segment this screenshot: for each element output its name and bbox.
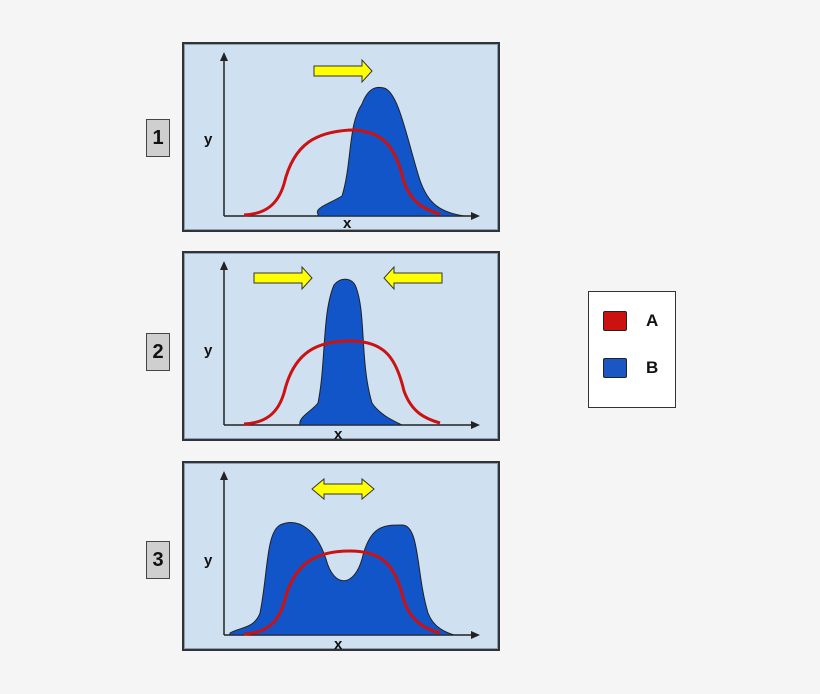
panel-3: y x xyxy=(182,461,500,653)
double-arrow-icon xyxy=(311,477,375,501)
panel-2-number: 2 xyxy=(146,333,170,371)
legend-label-a: A xyxy=(646,311,659,330)
curve-a xyxy=(243,128,441,217)
panel-2-ylabel: y xyxy=(204,342,213,359)
panel-1-xlabel: x xyxy=(343,215,352,232)
curve-b xyxy=(316,86,465,217)
legend-swatch-a xyxy=(603,311,627,331)
panel-3-ylabel: y xyxy=(204,552,213,569)
rightward-arrow-icon xyxy=(313,58,373,84)
panel-2-xlabel: x xyxy=(334,426,343,443)
panel-2-graph: y x xyxy=(204,261,480,443)
curve-a xyxy=(243,549,441,636)
curve-b xyxy=(229,522,455,636)
panel-2: y x xyxy=(182,251,500,443)
leftward-arrow-icon xyxy=(383,265,443,291)
panel-1-graph: y x xyxy=(204,52,480,232)
legend-swatch-b xyxy=(603,358,627,378)
panel-3-number: 3 xyxy=(146,541,170,579)
legend-item-b: B xyxy=(603,358,658,378)
panel-1-number: 1 xyxy=(146,119,170,157)
legend: A B xyxy=(588,291,676,408)
curve-b xyxy=(299,278,403,426)
legend-label-b: B xyxy=(646,358,659,377)
panel-1-ylabel: y xyxy=(204,131,213,148)
panel-3-graph: y x xyxy=(204,471,480,653)
panel-3-xlabel: x xyxy=(334,636,343,653)
rightward-arrow-icon xyxy=(253,265,313,291)
curve-a xyxy=(243,339,441,426)
panel-1: y x xyxy=(182,42,500,232)
legend-item-a: A xyxy=(603,311,658,331)
